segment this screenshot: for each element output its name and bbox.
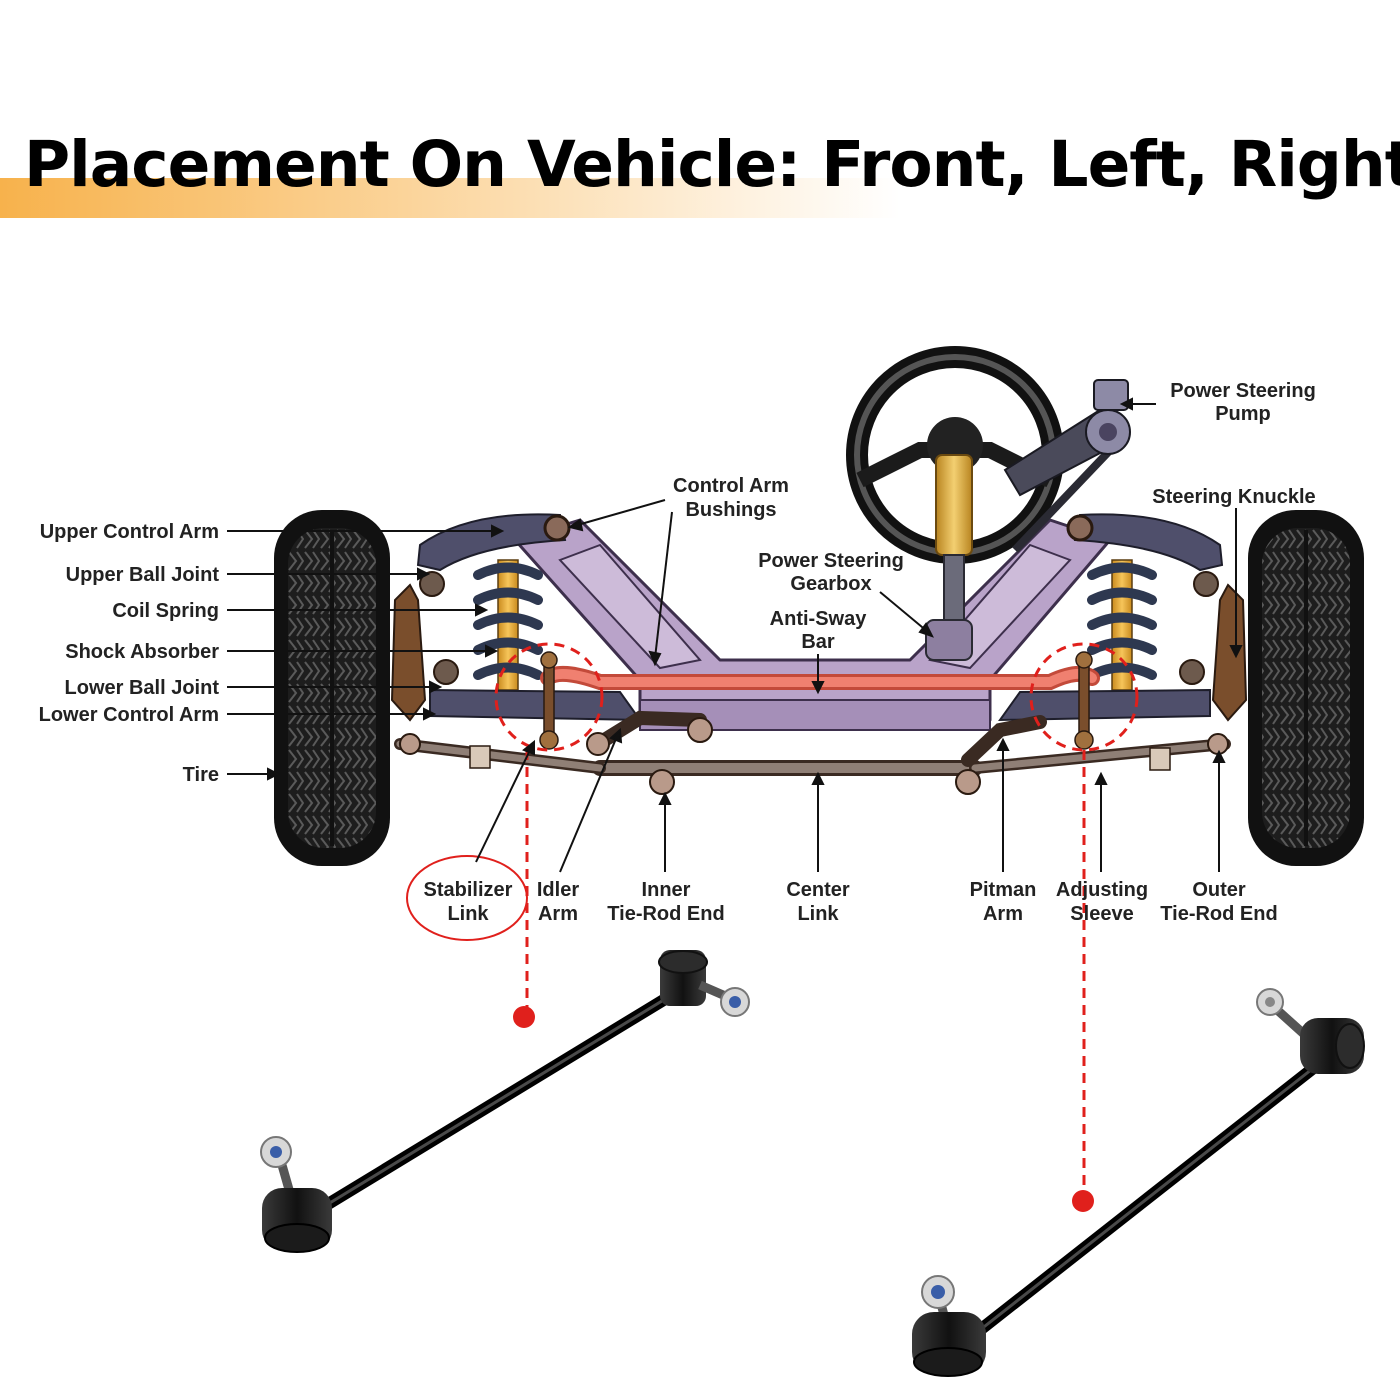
label-adjusting-sleeve-2: Sleeve — [1070, 903, 1133, 925]
label-pitman-arm-1: Pitman — [970, 879, 1037, 901]
idler-arm — [586, 710, 713, 756]
label-center-link-2: Link — [797, 903, 839, 925]
left-upper-control-arm — [416, 513, 567, 572]
left-outer-tie-rod-end — [399, 733, 421, 755]
left-stabilizer-highlight — [494, 642, 604, 752]
left-inner-tie-rod-end — [649, 769, 675, 795]
left-tie-rod — [394, 738, 606, 774]
label-inner-tie-rod-end-2: Tie-Rod End — [607, 903, 724, 925]
left-coil-spring — [473, 562, 543, 680]
label-pitman-arm-2: Arm — [983, 903, 1023, 925]
right-connector-dot — [1072, 1190, 1094, 1212]
right-stabilizer-link-diagram — [1074, 651, 1094, 750]
label-stabilizer-link-1: Stabilizer — [424, 879, 513, 901]
label-stabilizer-link-2: Link — [447, 903, 489, 925]
leader-lines — [227, 397, 1243, 873]
label-center-link-1: Center — [786, 879, 850, 901]
label-anti-sway-bar-1: Anti-Sway — [770, 608, 868, 630]
label-lower-control-arm: Lower Control Arm — [39, 704, 219, 726]
pitman-arm — [961, 715, 1047, 767]
label-power-steering-pump-2: Pump — [1215, 403, 1271, 425]
label-tire: Tire — [183, 764, 219, 786]
label-control-arm-bushings-1: Control Arm — [673, 475, 789, 497]
left-upper-ball-joint — [419, 571, 445, 597]
label-steering-knuckle: Steering Knuckle — [1152, 486, 1315, 508]
label-coil-spring: Coil Spring — [112, 600, 219, 622]
stabilizer-label-highlight — [406, 855, 528, 941]
left-lower-control-arm — [429, 688, 642, 722]
label-idler-arm-1: Idler — [537, 879, 579, 901]
right-control-arm-bushing — [1066, 514, 1094, 542]
label-lower-ball-joint: Lower Ball Joint — [65, 677, 220, 699]
right-tie-rod — [969, 738, 1231, 774]
label-control-arm-bushings-2: Bushings — [685, 499, 776, 521]
label-upper-ball-joint: Upper Ball Joint — [66, 564, 220, 586]
label-shock-absorber: Shock Absorber — [65, 641, 219, 663]
left-control-arm-bushing — [543, 514, 571, 542]
right-tire — [1248, 510, 1364, 866]
label-adjusting-sleeve-1: Adjusting — [1056, 879, 1148, 901]
stabilizer-link-product-left — [260, 950, 750, 1253]
left-connector-dot — [513, 1006, 535, 1028]
label-inner-tie-rod-end-1: Inner — [642, 879, 691, 901]
right-steering-knuckle — [1211, 583, 1248, 722]
title-highlight-band — [0, 178, 900, 218]
right-upper-ball-joint — [1193, 571, 1219, 597]
label-upper-control-arm: Upper Control Arm — [40, 521, 219, 543]
left-lower-ball-joint — [433, 659, 459, 685]
stabilizer-link-product-right — [912, 988, 1365, 1377]
right-stabilizer-highlight — [1029, 642, 1139, 752]
right-outer-tie-rod-end — [1207, 733, 1229, 755]
right-upper-control-arm — [1073, 513, 1224, 572]
left-steering-knuckle — [390, 583, 427, 722]
steering-column — [935, 454, 973, 626]
left-stabilizer-link-diagram — [539, 651, 559, 750]
page-title: Placement On Vehicle: Front, Left, Right — [24, 128, 1400, 201]
power-steering-gearbox — [925, 619, 973, 661]
crossmember-frame — [513, 518, 1112, 731]
label-idler-arm-2: Arm — [538, 903, 578, 925]
label-outer-tie-rod-end-1: Outer — [1192, 879, 1246, 901]
right-inner-tie-rod-end — [955, 769, 981, 795]
label-power-steering-gearbox-1: Power Steering — [758, 550, 904, 572]
label-outer-tie-rod-end-2: Tie-Rod End — [1160, 903, 1277, 925]
label-anti-sway-bar-2: Bar — [801, 631, 835, 653]
power-steering-pump — [1003, 379, 1131, 553]
right-lower-ball-joint — [1179, 659, 1205, 685]
label-power-steering-gearbox-2: Gearbox — [790, 573, 871, 595]
label-power-steering-pump-1: Power Steering — [1170, 380, 1316, 402]
